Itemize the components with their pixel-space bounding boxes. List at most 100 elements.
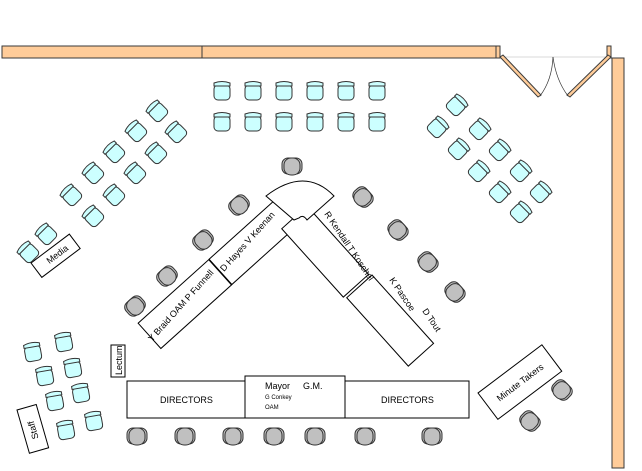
councillor-chair[interactable] xyxy=(226,192,252,218)
public-chair[interactable] xyxy=(306,81,324,101)
public-chair[interactable] xyxy=(275,81,293,101)
public-chair[interactable] xyxy=(144,141,168,165)
director-chair[interactable] xyxy=(263,427,285,446)
minute-taker-chair[interactable] xyxy=(517,408,543,434)
chair-seat xyxy=(275,115,293,132)
chair-seat xyxy=(244,115,262,132)
public-chair[interactable] xyxy=(244,81,262,101)
staff-chair[interactable] xyxy=(56,419,76,441)
public-chair[interactable] xyxy=(275,112,293,132)
chair-seat xyxy=(306,84,324,101)
staff-table xyxy=(16,403,50,454)
director-chair[interactable] xyxy=(421,427,443,446)
media-chair[interactable] xyxy=(16,240,40,264)
chair-back xyxy=(368,81,386,87)
public-chair[interactable] xyxy=(102,140,126,164)
director-chair[interactable] xyxy=(174,427,196,446)
mayor-name-line1: G Conkey xyxy=(265,395,292,401)
chair-back xyxy=(59,183,75,199)
chair-seat xyxy=(244,84,262,101)
chairs xyxy=(16,81,575,446)
chair-back xyxy=(35,365,53,374)
door-swing-right xyxy=(552,56,569,97)
councillor-tables xyxy=(137,180,435,367)
chair-back xyxy=(144,141,160,157)
chair-back xyxy=(45,390,63,399)
public-chair[interactable] xyxy=(164,120,188,144)
public-chair[interactable] xyxy=(213,81,231,101)
staff-chair[interactable] xyxy=(23,341,43,363)
door-jamb-left xyxy=(495,45,501,59)
director-chair[interactable] xyxy=(304,427,326,446)
public-chair[interactable] xyxy=(426,115,450,139)
chair-back xyxy=(71,382,89,391)
public-chair[interactable] xyxy=(337,81,355,101)
chair-back xyxy=(453,93,469,109)
public-chair[interactable] xyxy=(445,93,469,117)
public-chair[interactable] xyxy=(488,138,512,162)
chair-seat xyxy=(265,427,283,446)
director-chair[interactable] xyxy=(222,427,244,446)
chair-seat xyxy=(353,188,372,207)
staff-chair[interactable] xyxy=(71,382,91,404)
chair-seat xyxy=(368,115,386,132)
public-chair[interactable] xyxy=(468,117,492,141)
staff-chair[interactable] xyxy=(45,390,65,412)
public-chair[interactable] xyxy=(368,81,386,101)
chair-seat xyxy=(158,267,177,286)
directors-table-right xyxy=(344,380,470,419)
lectern-label: Lectum xyxy=(114,345,124,375)
chair-seat xyxy=(194,231,213,250)
chair-seat xyxy=(230,196,249,215)
public-chair[interactable] xyxy=(145,99,169,123)
public-chair[interactable] xyxy=(529,180,553,204)
public-chair[interactable] xyxy=(124,119,148,143)
table-left-1 xyxy=(137,258,233,350)
chair-back xyxy=(34,222,50,238)
double-door[interactable] xyxy=(499,54,612,98)
councillor-chair[interactable] xyxy=(442,279,468,305)
public-chair[interactable] xyxy=(123,161,147,185)
staff-chair[interactable] xyxy=(54,331,74,353)
chair-back xyxy=(213,112,231,118)
public-chair[interactable] xyxy=(337,112,355,132)
councillor-chair[interactable] xyxy=(415,249,441,275)
public-chair[interactable] xyxy=(447,137,471,161)
public-chair[interactable] xyxy=(59,183,83,207)
door-swing-left xyxy=(539,56,554,97)
public-chair[interactable] xyxy=(81,161,105,185)
staff-chair[interactable] xyxy=(63,357,83,379)
media-chair[interactable] xyxy=(34,222,58,246)
staff-chair[interactable] xyxy=(35,365,55,387)
public-chair[interactable] xyxy=(102,183,126,207)
chair-back xyxy=(213,81,231,87)
chair-back xyxy=(164,120,180,136)
chair-seat xyxy=(520,412,539,431)
councillor-chair[interactable] xyxy=(122,293,148,319)
chair-seat xyxy=(213,115,231,132)
top-wall-left xyxy=(1,45,203,59)
public-chair[interactable] xyxy=(368,112,386,132)
chair-back xyxy=(337,81,355,87)
public-chair[interactable] xyxy=(509,200,533,224)
public-chair[interactable] xyxy=(81,204,105,228)
minute-takers-table xyxy=(477,344,563,421)
public-chair[interactable] xyxy=(213,112,231,132)
councillor-chair[interactable] xyxy=(154,263,180,289)
councillor-chair[interactable] xyxy=(350,184,376,210)
staff-chair[interactable] xyxy=(84,410,104,432)
director-chair[interactable] xyxy=(354,427,376,446)
public-chair[interactable] xyxy=(488,180,512,204)
councillor-chair[interactable] xyxy=(385,217,411,243)
table-right-2 xyxy=(346,274,435,367)
minute-taker-chair[interactable] xyxy=(549,377,575,403)
door-leaf-right xyxy=(566,54,612,98)
public-chair[interactable] xyxy=(509,159,533,183)
public-chair[interactable] xyxy=(306,112,324,132)
gm-label: G.M. xyxy=(303,381,323,391)
councillor-chair[interactable] xyxy=(281,157,303,176)
councillor-chair[interactable] xyxy=(190,227,216,253)
public-chair[interactable] xyxy=(467,159,491,183)
public-chair[interactable] xyxy=(244,112,262,132)
director-chair[interactable] xyxy=(126,427,148,446)
